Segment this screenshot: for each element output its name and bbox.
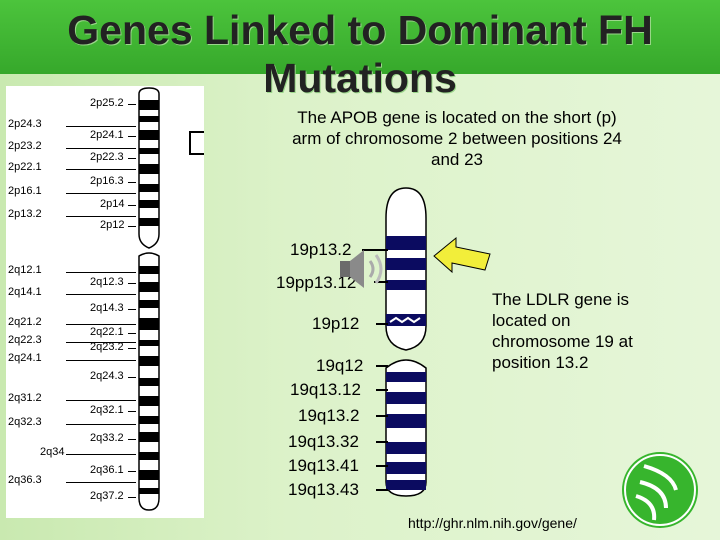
chr19-label: 19q13.2 (298, 406, 359, 426)
chr2-label: 2p12 (100, 219, 124, 231)
chromosome-2-ideogram (134, 86, 164, 512)
speaker-icon[interactable] (334, 246, 386, 292)
chr19-label: 19p12 (312, 314, 359, 334)
chr19-label: 19q13.32 (288, 432, 359, 452)
chr2-label: 2q31.2 (8, 392, 42, 404)
chr2-label: 2q24.3 (90, 370, 124, 382)
chr19-label: 19q13.43 (288, 480, 359, 500)
chr2-label: 2q36.3 (8, 474, 42, 486)
chr2-label: 2q36.1 (90, 464, 124, 476)
chr2-label: 2p24.1 (90, 129, 124, 141)
logo-icon (622, 452, 698, 528)
chr2-label: 2q12.3 (90, 276, 124, 288)
chr2-label: 2q24.1 (8, 352, 42, 364)
chr2-label: 2q34 (40, 446, 64, 458)
chr2-label: 2q37.2 (90, 490, 124, 502)
chromosome-2-panel: 2p24.3 2p23.2 2p22.1 2p16.1 2p13.2 2q12.… (6, 86, 204, 518)
chr2-label: 2q22.3 (8, 334, 42, 346)
apob-description: The APOB gene is located on the short (p… (282, 107, 632, 170)
chr2-label: 2p13.2 (8, 208, 42, 220)
arrow-icon (430, 232, 500, 282)
chr2-label: 2p24.3 (8, 118, 42, 130)
chr2-label: 2q12.1 (8, 264, 42, 276)
chr19-label: 19q13.12 (290, 380, 361, 400)
chr2-label: 2q23.2 (90, 341, 124, 353)
chr2-label: 2q14.1 (8, 286, 42, 298)
chr2-label: 2p14 (100, 198, 124, 210)
chr19-label: 19q12 (316, 356, 363, 376)
chr2-label: 2p23.2 (8, 140, 42, 152)
chr2-label: 2q21.2 (8, 316, 42, 328)
chr2-label: 2q33.2 (90, 432, 124, 444)
apob-bracket (186, 130, 206, 160)
chr2-label: 2p25.2 (90, 97, 124, 109)
chr2-label: 2p16.3 (90, 175, 124, 187)
source-url[interactable]: http://ghr.nlm.nih.gov/gene/ (408, 515, 577, 531)
chr19-label: 19q13.41 (288, 456, 359, 476)
chr2-label: 2p22.3 (90, 151, 124, 163)
chr2-label: 2p22.1 (8, 161, 42, 173)
chr2-label: 2q14.3 (90, 302, 124, 314)
chr2-label: 2p16.1 (8, 185, 42, 197)
chr2-label: 2q32.3 (8, 416, 42, 428)
chr2-label: 2q22.1 (90, 326, 124, 338)
chr2-label: 2q32.1 (90, 404, 124, 416)
ldlr-description: The LDLR gene is located on chromosome 1… (492, 289, 668, 373)
